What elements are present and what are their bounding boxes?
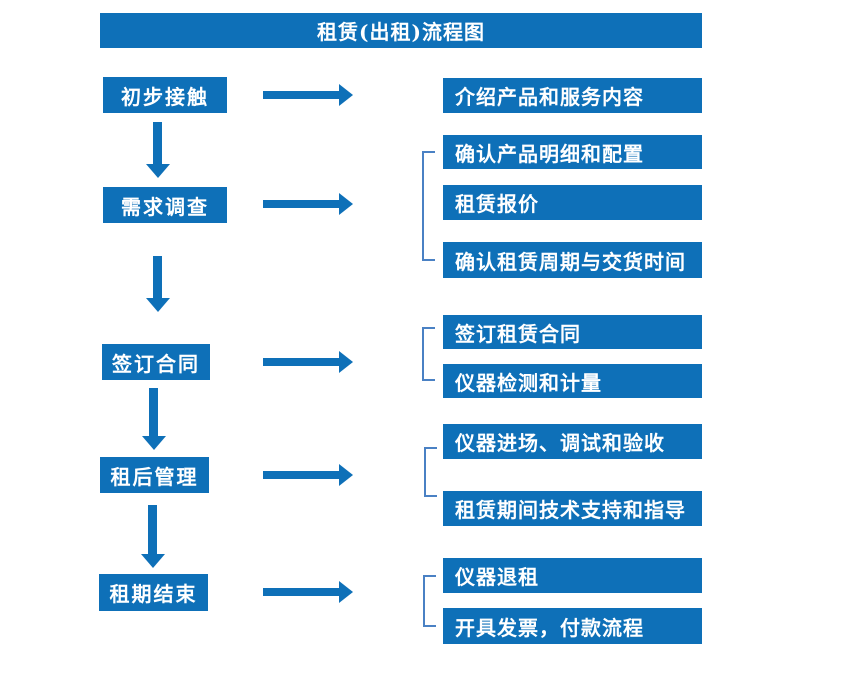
detail-box-instrument-inspection: 仪器检测和计量 <box>443 364 702 398</box>
down-arrow-2-icon <box>153 256 162 298</box>
step-box-demand-survey: 需求调查 <box>103 187 227 223</box>
detail-box-introduce-products: 介绍产品和服务内容 <box>443 78 702 113</box>
bracket-group-5 <box>423 575 436 627</box>
right-arrow-5-icon <box>263 588 339 596</box>
bracket-group-3 <box>422 327 435 381</box>
detail-box-confirm-product-details: 确认产品明细和配置 <box>443 135 702 169</box>
detail-box-technical-support: 租赁期间技术支持和指导 <box>443 491 702 526</box>
detail-box-rental-quote: 租赁报价 <box>443 185 702 220</box>
right-arrow-4-icon <box>263 471 339 479</box>
right-arrow-1-icon <box>263 91 339 99</box>
step-box-sign-contract: 签订合同 <box>102 344 210 380</box>
bracket-group-2 <box>422 151 435 261</box>
step-box-rental-end: 租期结束 <box>99 574 208 611</box>
detail-box-instrument-return: 仪器退租 <box>443 558 702 593</box>
step-box-post-rental-management: 租后管理 <box>100 457 209 493</box>
detail-box-invoice-payment: 开具发票，付款流程 <box>443 608 702 644</box>
bracket-group-4 <box>424 447 437 497</box>
right-arrow-3-icon <box>263 358 339 366</box>
right-arrow-2-icon <box>263 200 339 208</box>
detail-box-instrument-setup: 仪器进场、调试和验收 <box>443 424 702 459</box>
down-arrow-4-icon <box>148 505 157 554</box>
step-box-initial-contact: 初步接触 <box>103 77 227 113</box>
detail-box-confirm-rental-period: 确认租赁周期与交货时间 <box>443 242 702 278</box>
detail-box-sign-rental-contract: 签订租赁合同 <box>443 315 702 349</box>
down-arrow-3-icon <box>149 388 158 436</box>
flowchart-title: 租赁(出租)流程图 <box>100 13 702 48</box>
down-arrow-1-icon <box>153 122 162 164</box>
